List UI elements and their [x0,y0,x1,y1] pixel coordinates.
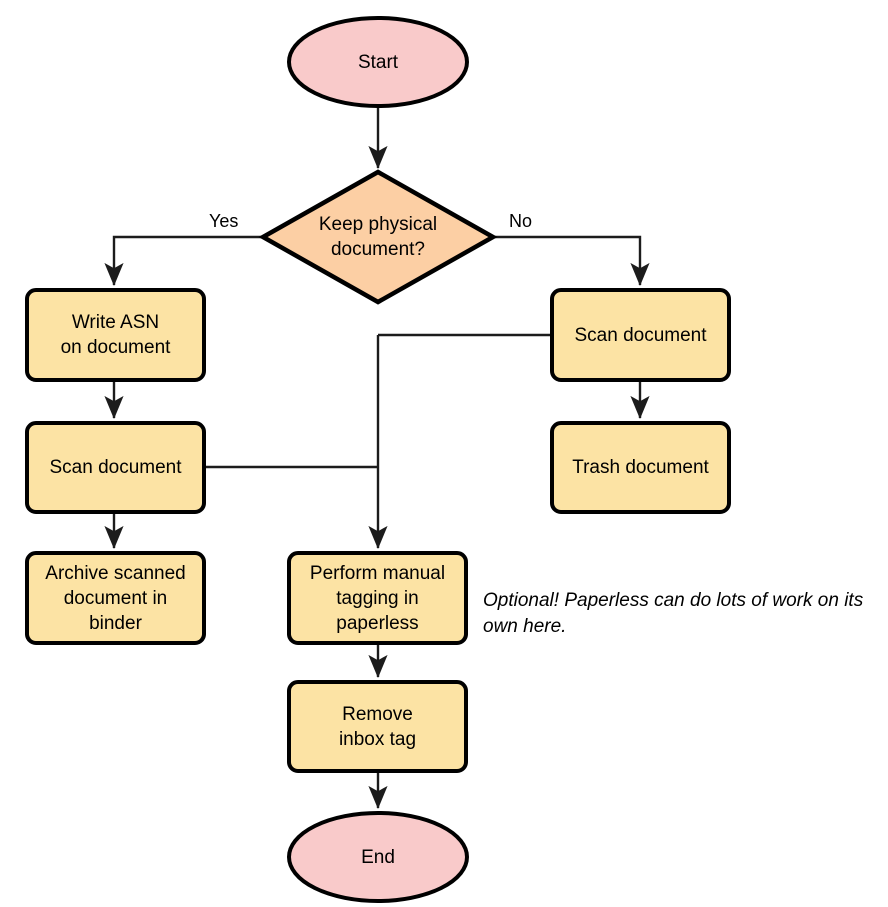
node-scan-document-right[interactable] [550,288,731,382]
node-write-asn[interactable] [25,288,206,382]
node-end[interactable] [287,811,469,903]
node-archive-scanned-document[interactable] [25,551,206,645]
node-scan-document-left[interactable] [25,421,206,514]
node-perform-manual-tagging[interactable] [287,551,468,645]
edge-decision-yes [104,235,263,286]
node-trash-document[interactable] [550,421,731,514]
edge-label-no: No [509,211,533,231]
node-decision-keep-physical-document[interactable] [258,169,498,305]
node-start[interactable] [287,16,469,108]
node-remove-inbox-tag[interactable] [287,680,468,773]
annotation-optional-note: Optional! Paperless can do lots of work … [483,590,864,637]
edge-label-yes: Yes [209,211,239,231]
edge-decision-no [493,235,650,286]
